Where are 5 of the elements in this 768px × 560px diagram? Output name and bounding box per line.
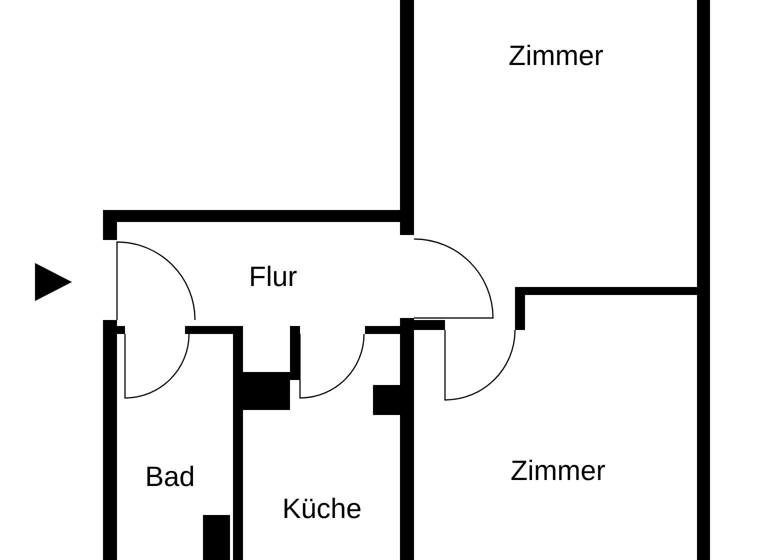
room-label: Zimmer — [509, 44, 603, 66]
room-label: Küche — [284, 498, 360, 518]
room-label: Flur — [251, 266, 297, 286]
room-label: Zimmer — [511, 460, 605, 480]
room-label: Bad — [147, 466, 194, 486]
